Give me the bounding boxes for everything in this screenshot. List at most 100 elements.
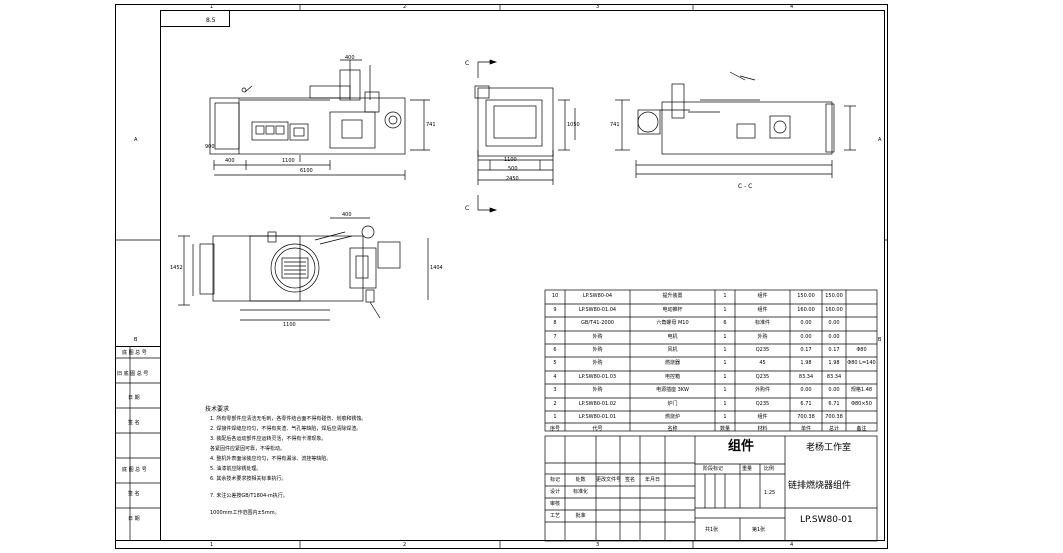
- col-number: 1: [210, 542, 214, 548]
- row-letter: A: [878, 137, 882, 143]
- margin-label: 日 期: [128, 516, 140, 522]
- signature-cell-a: 设计: [549, 489, 560, 495]
- bom-cell-no: 5: [553, 360, 557, 366]
- bom-cell-mat: 45: [759, 360, 766, 366]
- bom-cell-no: 10: [551, 293, 559, 299]
- bom-header-no: 序号: [549, 426, 560, 432]
- bom-cell-w2: 83.34: [826, 374, 842, 380]
- bom-cell-mat: 标准件: [754, 320, 770, 326]
- bom-cell-code: LP.SW80-04: [582, 293, 613, 299]
- bom-cell-mat: 外购: [757, 334, 768, 340]
- drawing-inner-border: [160, 10, 885, 541]
- section-title: C - C: [738, 183, 753, 190]
- notes-line: 7. 未注公差按GB/T1804-m执行。: [210, 493, 288, 499]
- bom-cell-qty: 1: [723, 293, 727, 299]
- bom-header-note: 备注: [856, 426, 867, 432]
- dimension-label: 1452: [170, 265, 183, 271]
- bom-cell-code: LP.SW80-01.03: [578, 374, 617, 380]
- bom-cell-code: 外购: [592, 347, 603, 353]
- bom-cell-no: 2: [553, 401, 557, 407]
- bom-cell-name: 风机: [667, 347, 678, 353]
- drawing-number: LP.SW80-01: [800, 515, 853, 525]
- col-number: 1: [210, 4, 214, 10]
- bom-cell-qty: 1: [723, 374, 727, 380]
- dimension-label: 1100: [283, 322, 296, 328]
- bom-cell-name: 电机: [667, 334, 678, 340]
- bom-cell-w1: 150.00: [797, 293, 815, 299]
- bom-cell-no: 6: [553, 347, 557, 353]
- bom-cell-no: 3: [553, 387, 557, 393]
- dimension-label: 500: [508, 166, 518, 172]
- signature-cell-b: 批准: [575, 513, 586, 519]
- bom-cell-w1: 6.71: [800, 401, 812, 407]
- dimension-label: 400: [225, 158, 235, 164]
- left-margin-table: [115, 346, 161, 541]
- col-number: 2: [403, 4, 407, 10]
- notes-line: 2. 焊接件焊缝应均匀，不得有夹渣、气孔等缺陷，焊后应清除焊渣。: [210, 426, 362, 432]
- bom-cell-name: 炉门: [667, 401, 678, 407]
- bom-cell-mat: Q235: [755, 374, 770, 380]
- bom-cell-name: 电控箱: [664, 374, 680, 380]
- notes-line: 4. 整机外表面涂装应均匀，不得有漏涂、流挂等缺陷。: [210, 456, 332, 462]
- signature-cell-a: 审核: [549, 501, 560, 507]
- bom-cell-note: 规格1.48: [850, 387, 873, 393]
- signature-cell-b: 处数: [575, 477, 586, 483]
- bom-cell-name: 燃烧器: [664, 360, 680, 366]
- bom-cell-mat: 组件: [757, 414, 768, 420]
- notes-line: 各紧固件应紧固可靠，不得松动。: [210, 446, 286, 452]
- bom-cell-no: 7: [553, 334, 557, 340]
- col-number: 3: [596, 4, 600, 10]
- bom-cell-w2: 6.71: [828, 401, 840, 407]
- bom-cell-qty: 1: [723, 307, 727, 313]
- bom-cell-w2: 0.00: [828, 334, 840, 340]
- margin-label: 旧 底 图 总 号: [117, 371, 149, 377]
- notes-line: 1000mm工作范围内±5mm。: [210, 510, 280, 516]
- margin-label: 底 图 总 号: [122, 350, 147, 356]
- bom-cell-code: LP.SW80-01.04: [578, 307, 617, 313]
- signature-cell-b: 标准化: [572, 489, 588, 495]
- bom-cell-note: Φ80 L=140: [847, 360, 876, 366]
- bom-cell-code: GB/T41-2000: [581, 320, 614, 326]
- bom-cell-no: 4: [553, 374, 557, 380]
- bom-cell-qty: 1: [723, 401, 727, 407]
- bom-cell-code: 外购: [592, 387, 603, 393]
- scale-value: 1:25: [764, 490, 776, 496]
- bom-cell-code: 外购: [592, 334, 603, 340]
- bom-cell-name: 燃烧炉: [664, 414, 680, 420]
- bom-cell-mat: 组件: [757, 307, 768, 313]
- bom-cell-note: Φ80×50: [851, 401, 872, 407]
- bom-cell-w2: 0.17: [828, 347, 840, 353]
- dimension-label: 1100: [504, 157, 517, 163]
- margin-label: 日 期: [128, 395, 140, 401]
- bom-header-w1: 单件: [800, 426, 811, 432]
- bom-cell-w1: 83.34: [798, 374, 814, 380]
- bom-cell-name: 电动推杆: [662, 307, 683, 313]
- bom-cell-name: 六角螺母 M10: [656, 320, 689, 326]
- bom-header-mat: 材料: [757, 426, 768, 432]
- dimension-label: 741: [610, 122, 620, 128]
- bom-cell-w1: 0.00: [800, 320, 812, 326]
- dimension-label: 6100: [300, 168, 313, 174]
- bom-cell-no: 1: [553, 414, 557, 420]
- dimension-label: 1404: [430, 265, 443, 271]
- bom-cell-w2: 150.00: [825, 293, 843, 299]
- bom-cell-w1: 0.00: [800, 387, 812, 393]
- bom-header-qty: 数量: [719, 426, 730, 432]
- bom-cell-code: 外购: [592, 360, 603, 366]
- col-number: 4: [790, 542, 794, 548]
- bom-cell-w2: 160.00: [825, 307, 843, 313]
- bom-cell-code: LP.SW80-01.02: [578, 401, 617, 407]
- dimension-label: 400: [345, 55, 355, 61]
- drawing-outer-border: [115, 4, 888, 549]
- notes-line: 3. 装配后各运动部件应运转灵活，不得有卡滞现象。: [210, 436, 327, 442]
- signature-cell-e: 年月日: [644, 477, 660, 483]
- bom-cell-mat: Q235: [755, 347, 770, 353]
- col-number: 3: [596, 542, 600, 548]
- stage-label: 阶段标记: [703, 466, 724, 472]
- drawing-name: 链排燃烧器组件: [788, 481, 852, 491]
- weight-label: 重量: [742, 466, 753, 472]
- dimension-label: 1050: [567, 122, 580, 128]
- top-label-text: 8.5: [206, 17, 216, 24]
- bom-cell-mat: 组件: [757, 293, 768, 299]
- bom-cell-no: 8: [553, 320, 557, 326]
